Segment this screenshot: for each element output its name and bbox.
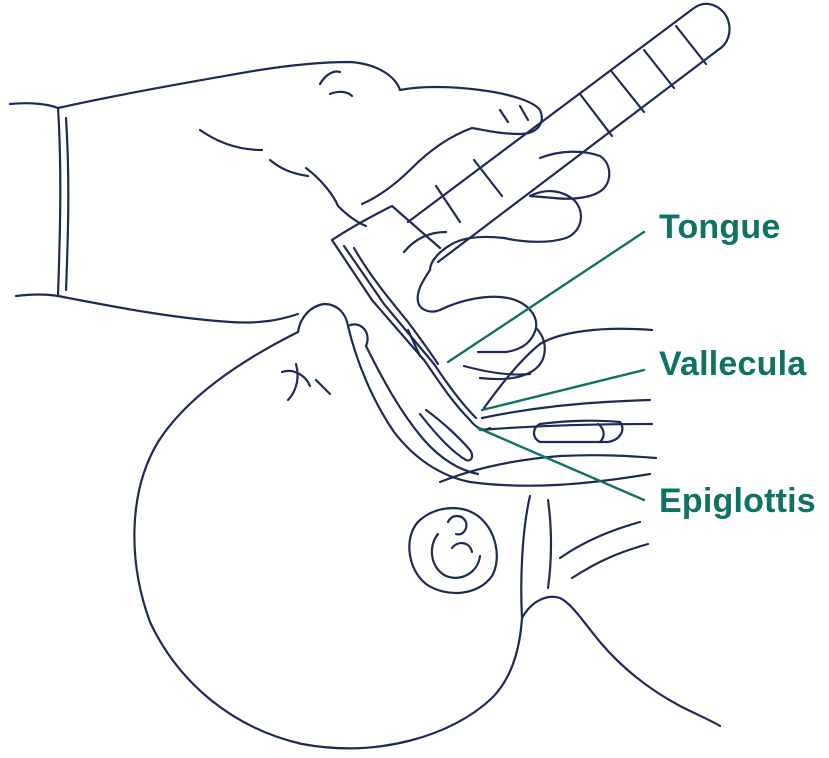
infant-head [134, 332, 720, 748]
airway [480, 329, 652, 442]
vallecula-leader-line [482, 370, 644, 410]
tongue-leader-line [448, 232, 644, 362]
infant-face [282, 304, 656, 486]
vallecula-label: Vallecula [659, 347, 806, 381]
epiglottis-label: Epiglottis [659, 484, 816, 518]
gloved-hand [10, 62, 609, 379]
ear [409, 508, 496, 593]
tongue-label: Tongue [659, 210, 780, 244]
